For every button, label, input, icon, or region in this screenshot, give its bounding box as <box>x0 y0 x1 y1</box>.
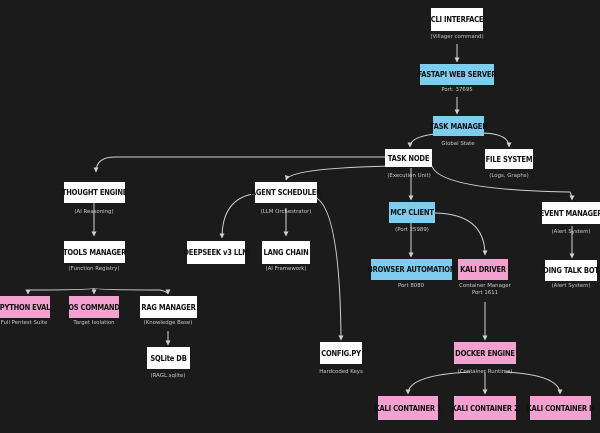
caption-browser-automation: Port 8080 <box>397 283 425 289</box>
node-tools-manager[interactable]: TOOLS MANAGER <box>63 241 126 263</box>
caption-kali-driver-line1: Container Manager <box>459 283 511 289</box>
caption-sqlite-db: (RAGL.sqlite) <box>150 373 186 379</box>
node-rag-manager[interactable]: RAG MANAGER <box>140 296 197 318</box>
edge-docker-kcn <box>504 371 563 395</box>
node-python-eval[interactable]: PYTHON EVAL <box>0 296 50 318</box>
caption-lang-chain: (AI Framework) <box>265 266 307 272</box>
caption-docker-engine: (Container Runtime) <box>457 369 513 375</box>
node-agent-scheduler[interactable]: AGENT SCHEDULER <box>251 182 321 203</box>
caption-ding-talk-bot: (Alert System) <box>551 283 591 289</box>
edge-tasknode-event <box>431 165 575 201</box>
node-docker-engine[interactable]: DOCKER ENGINE <box>454 342 516 364</box>
node-task-node[interactable]: TASK NODE <box>385 149 432 167</box>
edge-tasknode-agent <box>285 165 396 181</box>
caption-tools-manager: (Function Registry) <box>68 266 120 272</box>
edge-taskmgr-filesys <box>479 132 512 148</box>
caption-mcp-client: (Port 25989) <box>395 227 429 233</box>
caption-thought-engine: (AI Reasoning) <box>74 209 114 215</box>
caption-rag-manager: (Knowledge Base) <box>143 320 193 326</box>
caption-file-system: (Logs, Graphs) <box>489 173 529 179</box>
node-file-system[interactable]: FILE SYSTEM <box>485 149 533 169</box>
node-config-py[interactable]: CONFIG.PY <box>320 342 362 364</box>
edge-tasknode-thought <box>93 156 385 173</box>
node-kali-driver[interactable]: KALI DRIVER <box>458 259 508 280</box>
node-sqlite-db[interactable]: SQLite DB <box>147 347 190 369</box>
node-fastapi-web-server[interactable]: FASTAPI WEB SERVER <box>418 64 496 85</box>
caption-cli-interface: (Villager command) <box>430 34 484 40</box>
edge-tools-python <box>25 287 95 295</box>
caption-fastapi-web-server: Port: 37695 <box>441 87 473 93</box>
node-browser-automation[interactable]: BROWSER AUTOMATION <box>368 259 455 280</box>
node-kali-container-1[interactable]: KALI CONTAINER 1 <box>375 396 442 420</box>
node-kali-container-2[interactable]: KALI CONTAINER 2 <box>452 396 519 420</box>
caption-kali-driver-line2: Port 1611 <box>471 290 499 296</box>
node-ding-talk-bot[interactable]: DING TALK BOT <box>543 260 599 281</box>
node-cli-interface[interactable]: CLI INTERFACE <box>431 8 484 31</box>
node-event-manager[interactable]: EVENT MANAGER <box>540 202 600 224</box>
node-lang-chain[interactable]: LANG CHAIN <box>262 241 310 264</box>
caption-agent-scheduler: (LLM Orchestrator) <box>260 209 312 215</box>
node-os-command[interactable]: OS COMMAND <box>68 296 120 318</box>
edge-tools-rag <box>93 287 171 295</box>
edge-mcp-kali <box>434 212 488 256</box>
edge-docker-kc1 <box>405 371 471 395</box>
node-kali-container-n[interactable]: KALI CONTAINER N <box>527 396 595 420</box>
caption-os-command: Target Isolation <box>73 320 115 326</box>
node-task-manager[interactable]: TASK MANAGER <box>430 116 487 136</box>
caption-config-py: Hardcoded Keys <box>319 369 363 375</box>
caption-event-manager: (Alert System) <box>551 229 591 235</box>
caption-task-node: (Execution Unit) <box>387 173 431 179</box>
caption-python-eval: Full Pentest Suite <box>0 320 48 326</box>
caption-task-manager: Global State <box>441 141 475 147</box>
node-mcp-client[interactable]: MCP CLIENT <box>389 202 435 223</box>
node-deepseek-llm[interactable]: DEEPSEEK v3 LLM <box>183 241 249 264</box>
node-thought-engine[interactable]: THOUGHT ENGINE <box>62 182 127 203</box>
edge-agent-config <box>309 195 344 341</box>
